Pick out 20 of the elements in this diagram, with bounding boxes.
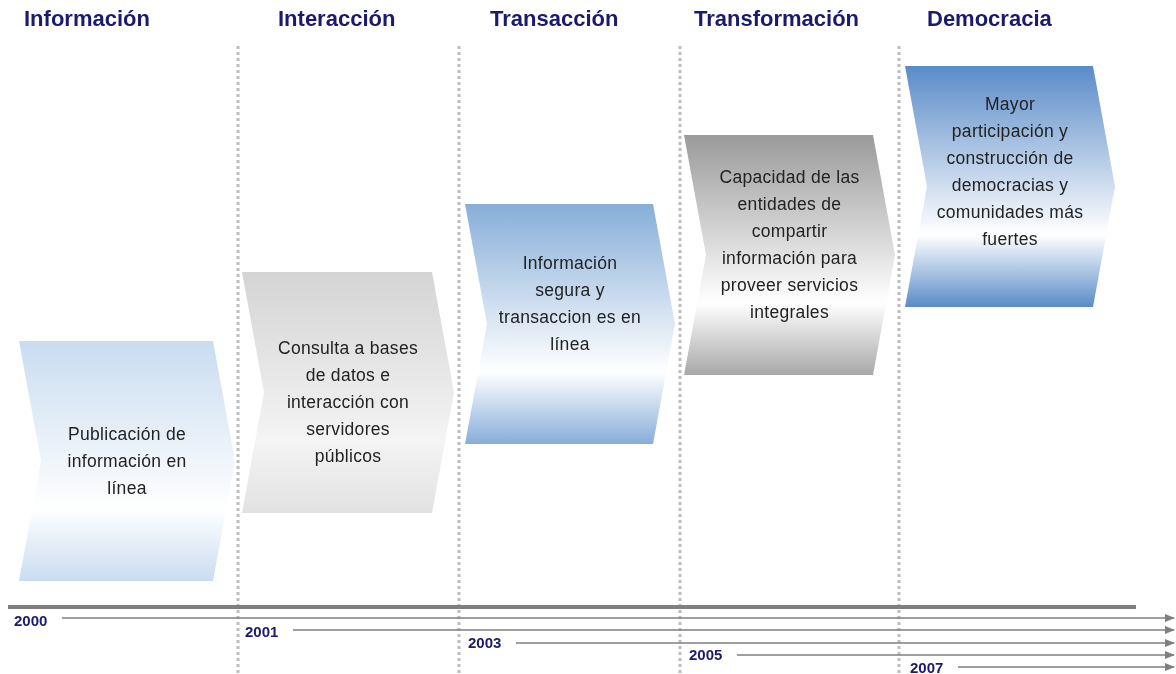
- arrow: [957, 663, 1175, 671]
- arrow: [515, 639, 1175, 647]
- arrow: [61, 614, 1175, 622]
- phase-heading: Información: [24, 6, 150, 32]
- year-label: 2000: [14, 612, 48, 629]
- year-label: 2003: [468, 634, 502, 651]
- year-label: 2001: [245, 623, 279, 640]
- year-label: 2005: [689, 646, 723, 663]
- stage-text: Capacidad de las entidades de compartir información para proveer servicios integrales: [718, 166, 861, 324]
- phase-heading: Transacción: [490, 6, 619, 32]
- arrow: [292, 626, 1175, 634]
- stage-text: Información segura y transaccion es en línea: [497, 252, 643, 356]
- stage-text: Consulta a bases de datos e interacción con servidores públicos: [277, 337, 419, 468]
- year-label: 2007: [910, 659, 944, 674]
- phase-heading: Interacción: [278, 6, 396, 32]
- stage-text: Publicación de información en línea: [66, 422, 188, 500]
- arrow: [736, 651, 1175, 659]
- phase-heading: Democracia: [927, 6, 1052, 32]
- stage-text: Mayor participación y construcción de democracias y comunidades más fuertes: [935, 92, 1085, 251]
- phase-heading: Transformación: [694, 6, 860, 32]
